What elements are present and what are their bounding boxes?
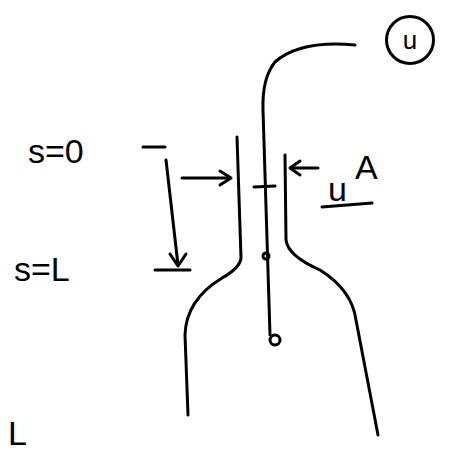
position-label: s=0 bbox=[28, 134, 84, 168]
mark bbox=[263, 253, 269, 259]
arrow-head bbox=[290, 161, 300, 175]
thread bbox=[263, 44, 355, 335]
tick bbox=[254, 186, 275, 187]
arrow-head bbox=[220, 171, 231, 185]
range-arrow bbox=[166, 160, 178, 265]
arrow bbox=[182, 177, 230, 180]
speed-label: u bbox=[328, 172, 347, 206]
circled-symbol: u bbox=[385, 15, 435, 65]
arrow bbox=[291, 167, 318, 170]
area-label: A bbox=[355, 150, 378, 184]
tick bbox=[155, 269, 190, 272]
symbol-text: u bbox=[403, 27, 417, 53]
thread-end bbox=[270, 335, 280, 345]
position-label: s=L bbox=[14, 252, 70, 286]
length-label: L bbox=[8, 416, 27, 450]
arrow-head bbox=[170, 254, 186, 266]
tick bbox=[143, 146, 165, 149]
right-wall bbox=[285, 155, 378, 435]
